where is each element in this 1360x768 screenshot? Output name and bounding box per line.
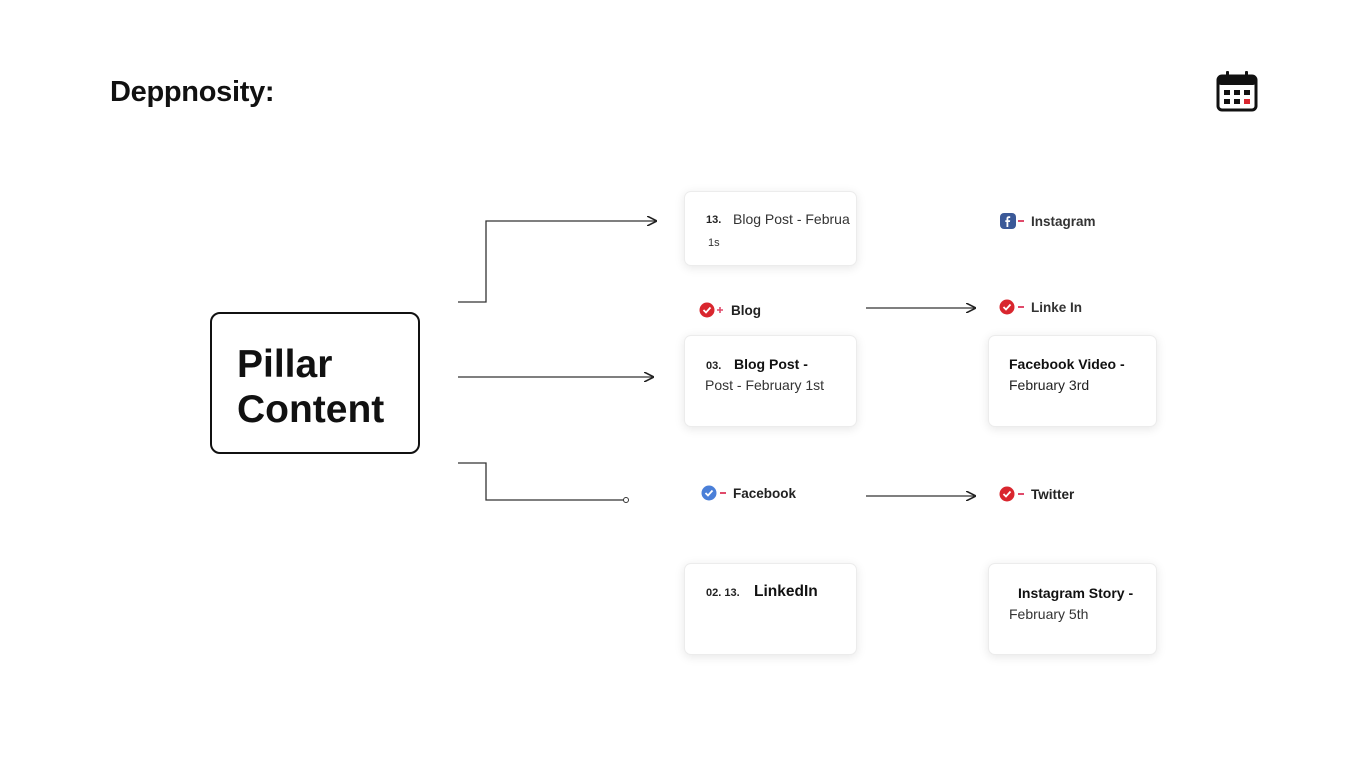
card-text: February 3rd (1009, 377, 1090, 393)
tag-instagram[interactable]: Instagram (999, 211, 1096, 231)
content-card-instagram-story[interactable]: Instagram Story - February 5th (988, 563, 1157, 655)
card-text: February 5th (1009, 606, 1089, 622)
check-circle-icon (999, 485, 1025, 503)
card-title: Instagram Story - (1018, 585, 1134, 601)
card-text: Blog Post - Februa (733, 211, 850, 227)
pillar-content-box[interactable]: Pillar Content (210, 312, 420, 454)
tag-linkedin[interactable]: Linke In (999, 297, 1082, 317)
page-title: Deppnosity: (110, 76, 275, 108)
pillar-title-line1: Pillar (237, 343, 333, 386)
card-text: Post - February 1st (705, 377, 825, 393)
tag-label: Blog (731, 302, 761, 318)
content-card-linkedin[interactable]: 02. 13. LinkedIn (684, 563, 857, 655)
tag-blog[interactable]: Blog (699, 300, 761, 320)
tag-facebook[interactable]: Facebook (701, 483, 796, 503)
check-circle-icon (999, 298, 1025, 316)
content-card-blog-post-2[interactable]: 03. Blog Post - Post - February 1st (684, 335, 857, 427)
tag-label: Facebook (733, 485, 797, 501)
content-card-blog-post-1[interactable]: 13. Blog Post - Februa 1s (684, 191, 857, 266)
tag-label: Instagram (1031, 213, 1096, 229)
check-circle-icon (699, 301, 725, 319)
content-card-facebook-video[interactable]: Facebook Video - February 3rd (988, 335, 1157, 427)
tag-label: Linke In (1031, 299, 1083, 315)
check-circle-icon (701, 484, 727, 502)
facebook-icon (999, 212, 1025, 230)
card-title: Facebook Video - (1009, 356, 1125, 372)
card-subtext: 1s (708, 237, 720, 249)
tag-twitter[interactable]: Twitter (999, 484, 1074, 504)
card-title: LinkedIn (754, 583, 818, 600)
connector-bottom-end (623, 497, 629, 503)
card-number: 02. 13. (706, 587, 740, 599)
card-number: 03. (706, 360, 722, 372)
connector-top (458, 221, 656, 303)
calendar-icon[interactable] (1216, 70, 1258, 112)
card-number: 13. (706, 214, 722, 226)
pillar-title-line2: Content (237, 388, 385, 431)
tag-label: Twitter (1031, 486, 1075, 502)
connector-bottom (458, 462, 624, 501)
card-title: Blog Post - (734, 356, 808, 372)
